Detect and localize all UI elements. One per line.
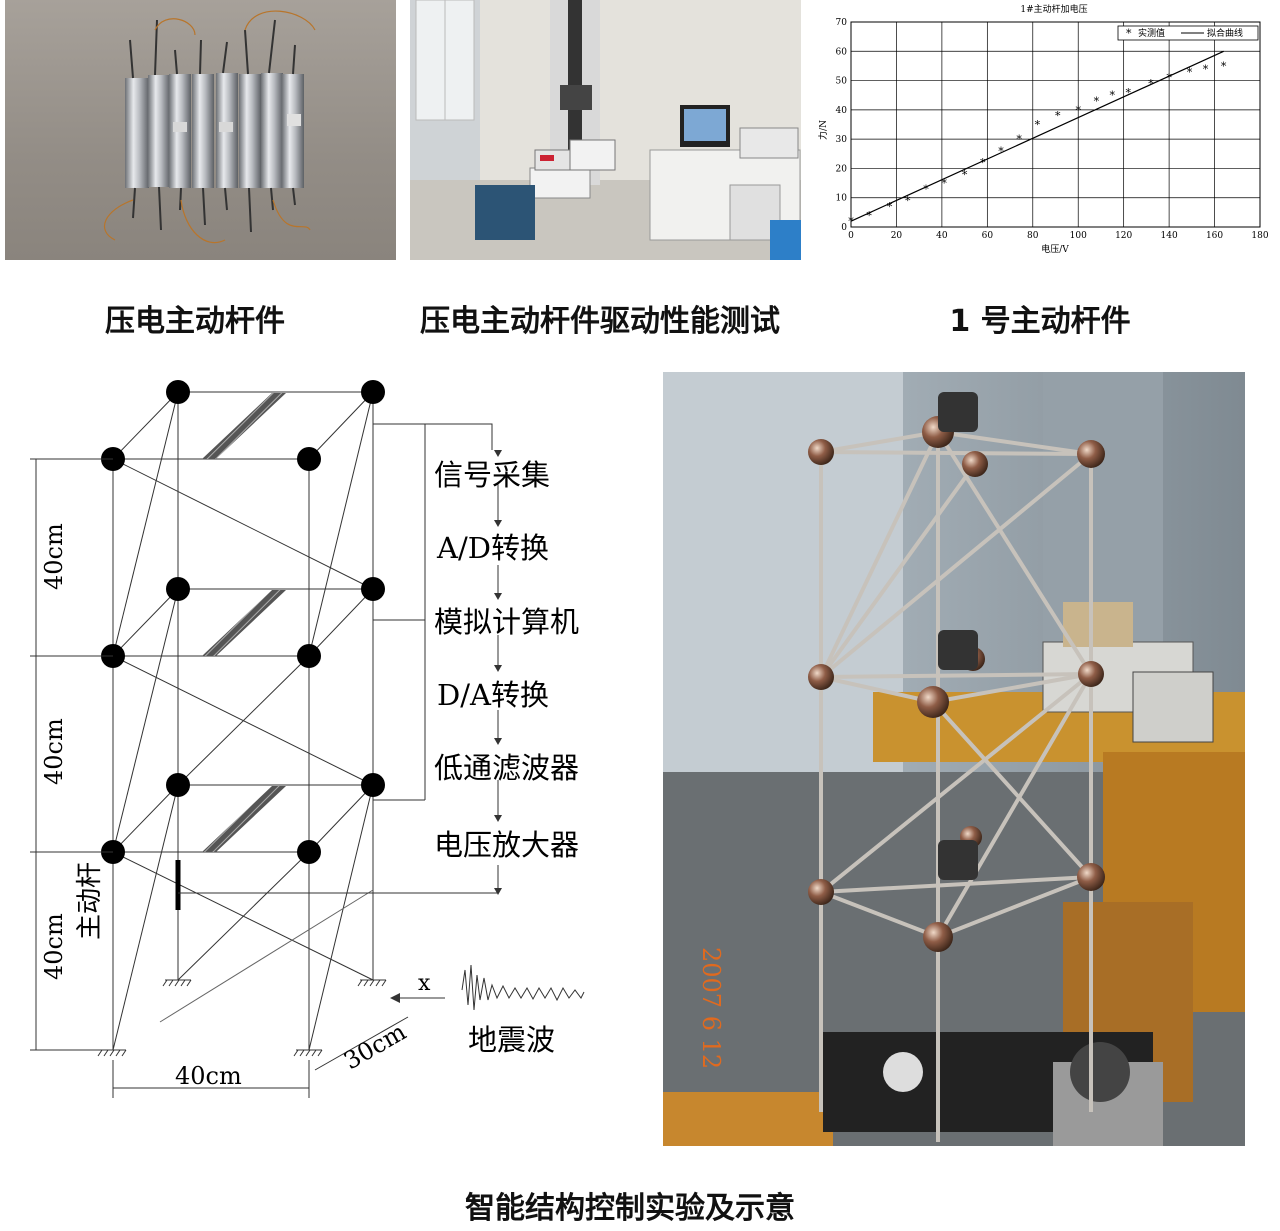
caption-drive-test: 压电主动杆件驱动性能测试 (420, 304, 780, 339)
caption-rod-1: 1 号主动杆件 (949, 304, 1131, 339)
data-point: * (1203, 63, 1209, 76)
active-rods (202, 393, 286, 852)
caption-smart-structure: 智能结构控制实验及示意 (465, 1191, 795, 1226)
data-point: * (923, 183, 929, 196)
control-wires (178, 423, 499, 894)
data-point: * (1075, 104, 1081, 117)
data-point: * (1016, 133, 1022, 146)
data-point: * (887, 201, 893, 214)
data-point: * (1187, 66, 1193, 79)
y-axis-label: 力/N (818, 120, 829, 140)
flow-arrowheads (494, 450, 502, 895)
x-tick-label: 80 (1027, 231, 1039, 241)
dimension-lines (30, 458, 409, 1098)
x-tick-label: 140 (1161, 231, 1178, 241)
chart-tick-labels: 0 20 40 60 80 100 120 140 160 180 0 10 20 30 40 50 60 70 (836, 18, 1269, 241)
chart-axes (850, 21, 1261, 228)
y-tick-label: 20 (836, 164, 848, 174)
data-point: * (1094, 95, 1100, 108)
y-tick-label: 30 (836, 135, 848, 145)
legend-item-measured: 实测值 (1138, 27, 1165, 39)
data-point: * (1166, 72, 1172, 85)
flow-lowpass-filter: 低通滤波器 (434, 751, 579, 785)
data-point: * (980, 157, 986, 170)
x-tick-label: 0 (848, 231, 854, 241)
dim-story-1: 40cm (40, 523, 68, 590)
y-tick-label: 10 (836, 194, 848, 204)
test-lab-photo (410, 0, 801, 260)
data-point: * (905, 195, 911, 208)
fit-line-series (850, 50, 1224, 222)
earthquake-label: 地震波 (468, 1023, 555, 1057)
active-rod-label: 主动杆 (75, 862, 105, 940)
force-voltage-chart: 1#主动杆加电压 0 20 40 60 80 100 120 140 160 180 0 10 20 30… (818, 3, 1269, 255)
dim-story-2: 40cm (40, 718, 68, 785)
x-direction-label: x (418, 971, 431, 996)
data-point: * (866, 209, 872, 222)
y-tick-label: 40 (836, 106, 848, 116)
data-point: * (1125, 86, 1131, 99)
excitation-arrowhead (390, 993, 400, 1003)
y-tick-label: 70 (836, 18, 848, 28)
fit-line (850, 50, 1224, 222)
x-axis-label: 电压/V (1041, 243, 1069, 255)
piezo-rods-photo (5, 0, 396, 260)
data-point: * (848, 215, 854, 228)
ground-supports (97, 979, 387, 1057)
flow-ad-conversion: A/D转换 (436, 531, 549, 565)
data-point: * (1110, 89, 1116, 102)
flow-signal-acquisition: 信号采集 (434, 458, 550, 492)
x-tick-label: 120 (1115, 231, 1132, 241)
plot-frame (850, 21, 1261, 228)
dim-depth: 30cm (339, 1017, 411, 1075)
data-point: * (941, 177, 947, 190)
x-tick-label: 160 (1206, 231, 1223, 241)
smart-structure-photo: 2007 6 12 (663, 372, 1245, 1146)
chart-grid (850, 21, 1261, 228)
x-tick-label: 180 (1251, 231, 1268, 241)
flow-da-conversion: D/A转换 (437, 678, 549, 712)
frame-members (112, 391, 374, 1051)
data-point: * (1148, 78, 1154, 91)
data-point: * (1035, 119, 1041, 132)
measured-points-series: * * * * * * * * * * * * * * * * * * * * * (848, 60, 1227, 228)
rods-drawing (103, 10, 316, 244)
photo-date-stamp: 2007 6 12 (697, 947, 725, 1069)
x-tick-label: 100 (1070, 231, 1087, 241)
data-point: * (1055, 110, 1061, 123)
y-tick-label: 60 (836, 47, 848, 57)
flow-analog-computer: 模拟计算机 (434, 605, 579, 639)
data-point: * (962, 168, 968, 181)
x-tick-label: 40 (936, 231, 948, 241)
caption-piezo-rods: 压电主动杆件 (105, 304, 285, 339)
dim-width: 40cm (175, 1062, 242, 1090)
x-tick-label: 20 (891, 231, 903, 241)
lab-drawing (410, 0, 801, 260)
data-point: * (998, 145, 1004, 158)
legend-marker-symbol: * (1126, 27, 1132, 40)
y-tick-label: 50 (836, 77, 848, 87)
chart-title: 1#主动杆加电压 (1020, 3, 1087, 15)
x-tick-label: 60 (982, 231, 994, 241)
data-point: * (1221, 60, 1227, 73)
legend-item-fit: 拟合曲线 (1207, 27, 1243, 39)
structure-schematic: 40cm 40cm 40cm 主动杆 40cm 30cm 信号采集 A/D转换 … (30, 380, 585, 1098)
dim-story-3: 40cm (40, 913, 68, 980)
flow-voltage-amplifier: 电压放大器 (434, 828, 579, 862)
earthquake-wave-icon (461, 964, 585, 1011)
chart-legend: * 实测值 拟合曲线 (1117, 25, 1259, 41)
y-tick-label: 0 (841, 223, 847, 233)
model-drawing: 2007 6 12 (663, 372, 1245, 1146)
joint-nodes (101, 380, 385, 864)
